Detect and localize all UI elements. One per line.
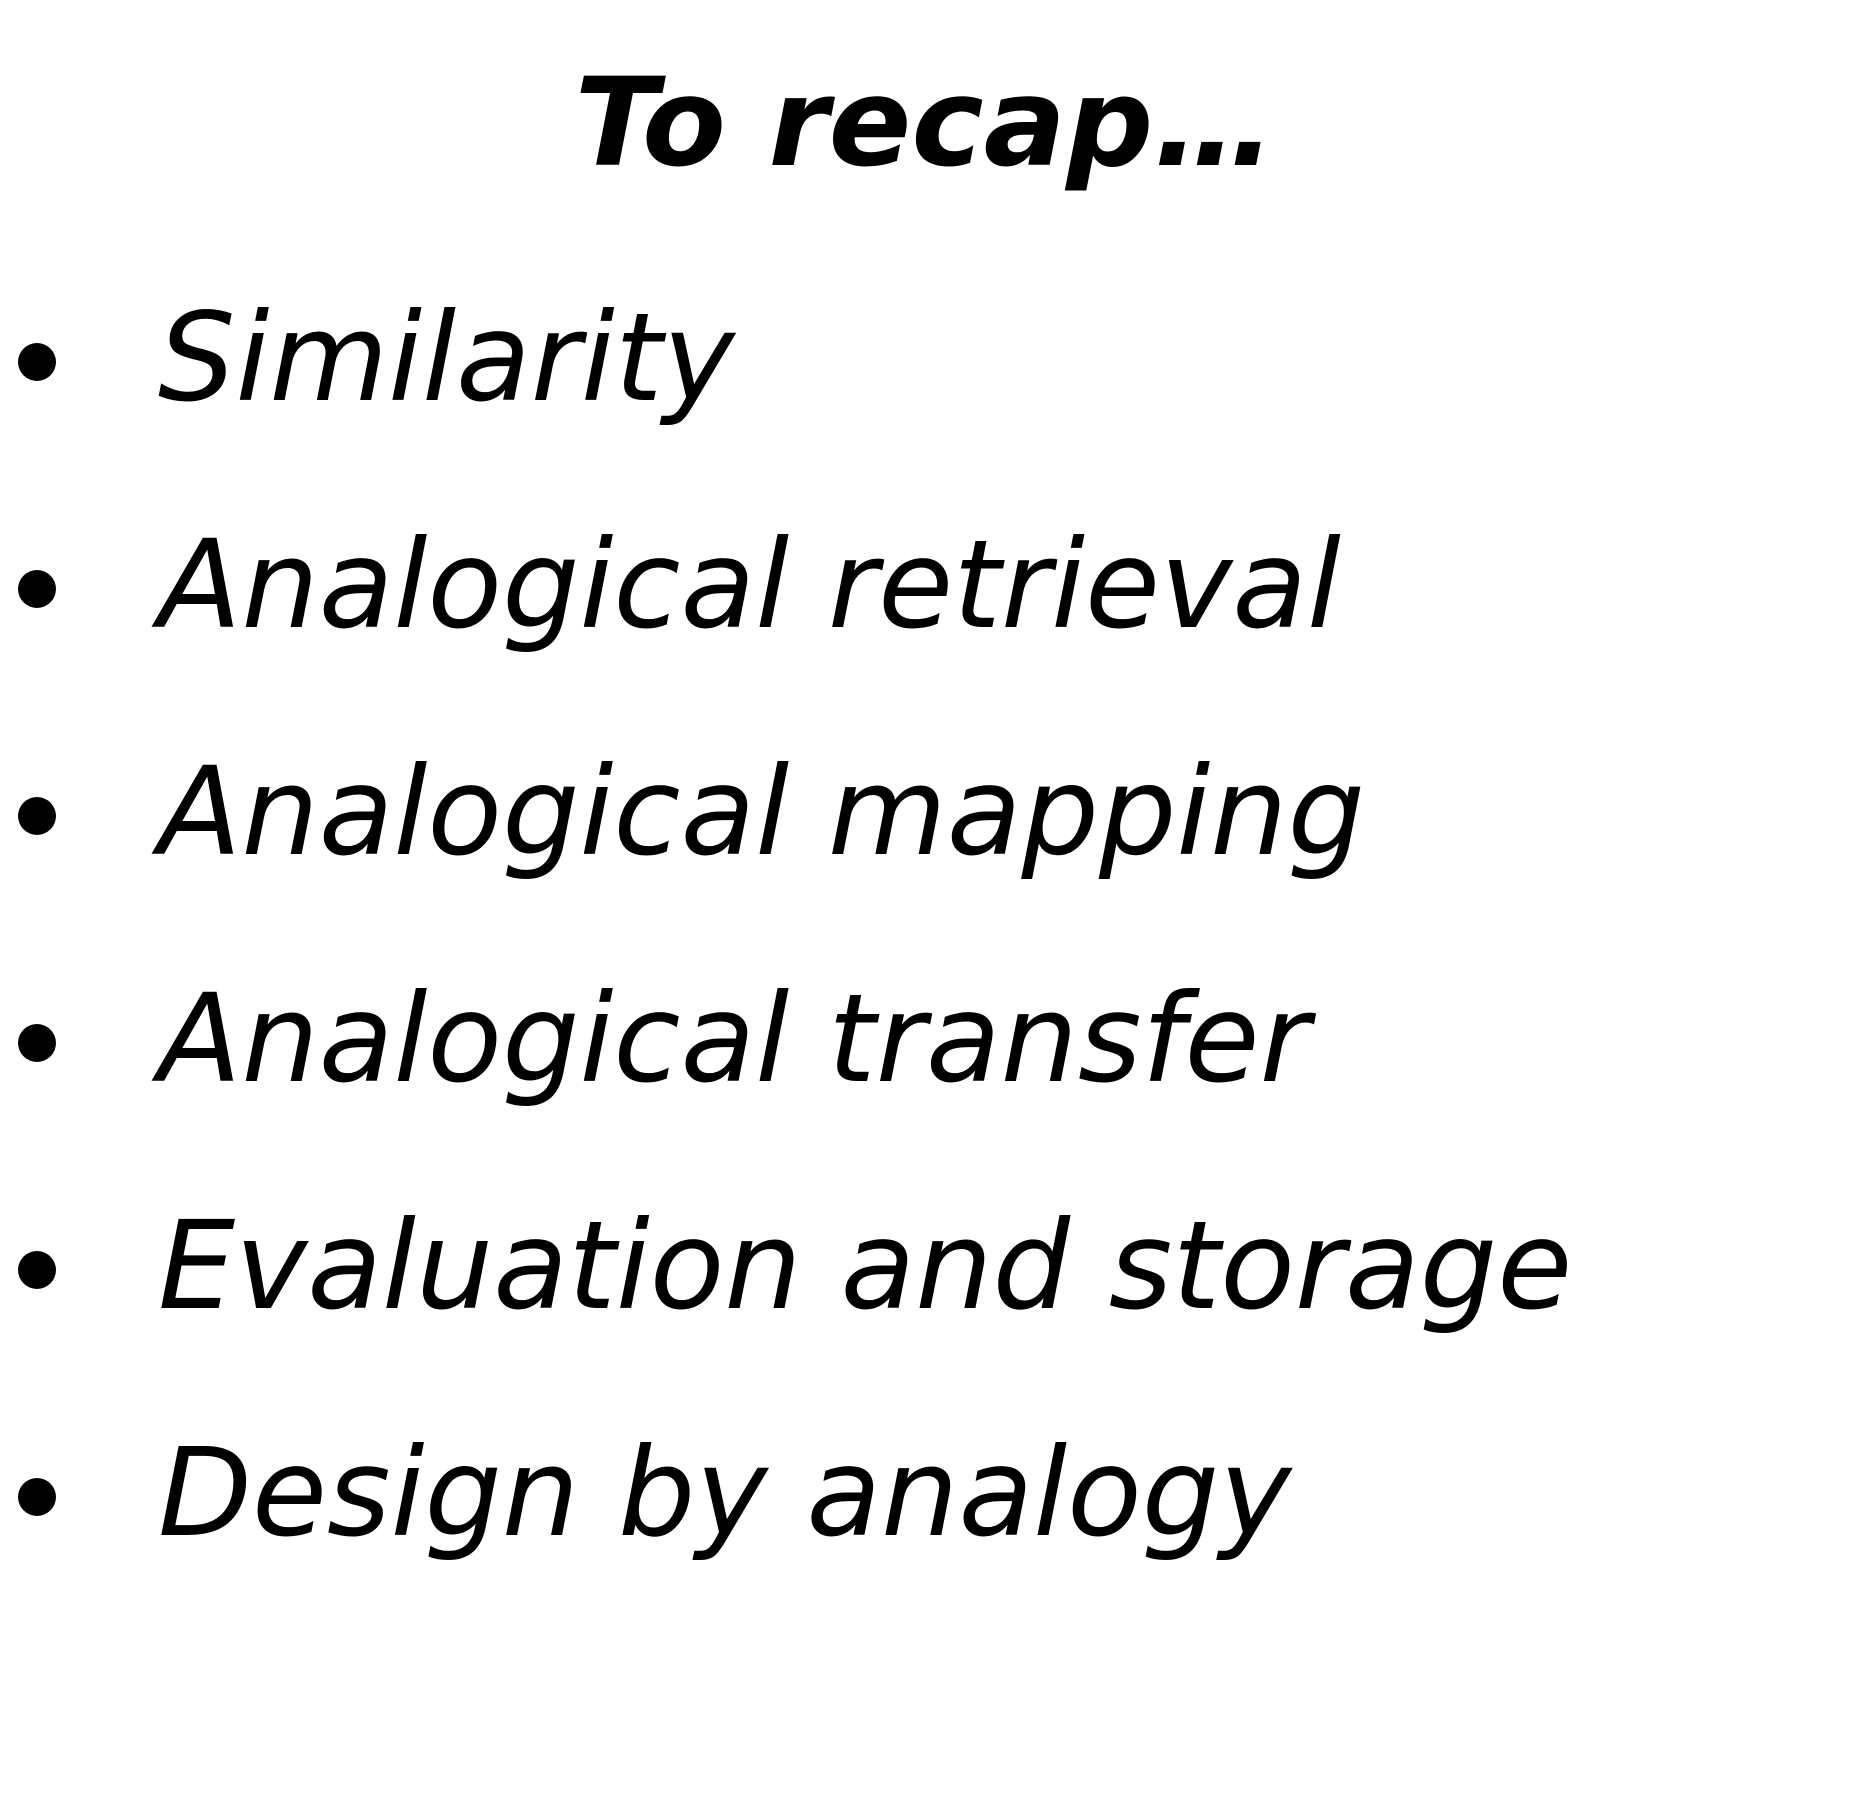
- list-item-text: Analogical transfer: [158, 968, 1310, 1110]
- bullet-icon: [18, 1024, 56, 1062]
- list-item-text: Design by analogy: [158, 1422, 1292, 1564]
- list-item-text: Analogical mapping: [158, 741, 1366, 883]
- list-item-text: Analogical retrieval: [158, 514, 1341, 656]
- bullet-icon: [18, 570, 56, 608]
- bullet-icon: [18, 343, 56, 381]
- bullet-icon: [18, 797, 56, 835]
- list-item: Similarity: [0, 285, 1850, 512]
- list-item: Design by analogy: [0, 1420, 1850, 1647]
- list-item: Evaluation and storage: [0, 1193, 1850, 1420]
- bullet-icon: [18, 1478, 56, 1516]
- slide-title: To recap…: [574, 52, 1276, 194]
- bullet-list: Similarity Analogical retrieval Analogic…: [0, 285, 1850, 1647]
- list-item: Analogical transfer: [0, 966, 1850, 1193]
- list-item-text: Evaluation and storage: [158, 1195, 1573, 1337]
- list-item: Analogical retrieval: [0, 512, 1850, 739]
- list-item: Analogical mapping: [0, 739, 1850, 966]
- list-item-text: Similarity: [158, 287, 735, 429]
- bullet-icon: [18, 1251, 56, 1289]
